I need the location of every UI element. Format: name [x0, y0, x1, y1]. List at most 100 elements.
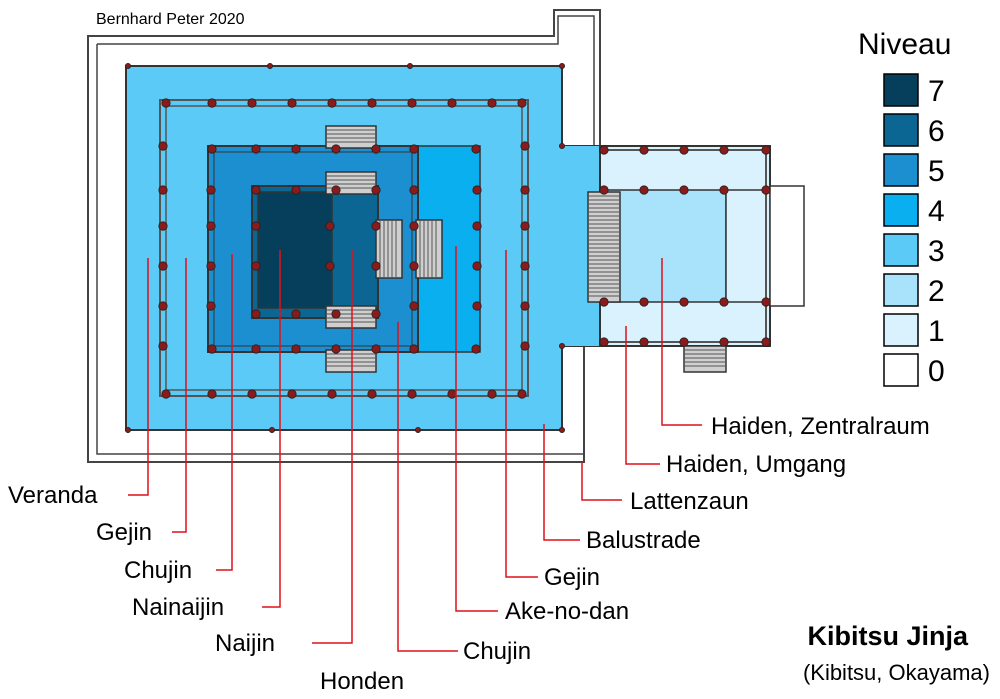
pillar: [447, 389, 457, 399]
legend-swatch-4: [883, 193, 919, 227]
haiden-right-panel: [725, 189, 771, 303]
pillar: [266, 63, 273, 70]
pillar: [206, 301, 216, 311]
pillar: [207, 389, 217, 399]
pillar: [158, 141, 168, 151]
pillar: [679, 337, 689, 347]
pillar: [291, 344, 301, 354]
legend-swatch-7: [883, 73, 919, 107]
stair: [375, 219, 403, 279]
legend-label-1: 1: [928, 315, 945, 348]
label-chujin-right: Chujin: [463, 638, 531, 665]
stair: [325, 349, 377, 373]
pillar: [559, 142, 566, 149]
pillar: [325, 221, 335, 231]
pillar: [761, 145, 771, 155]
pillar: [414, 426, 421, 433]
leader-line: [216, 254, 233, 571]
pillar: [207, 98, 217, 108]
legend-label-5: 5: [928, 155, 945, 188]
pillar: [268, 426, 275, 433]
lattice-fence-inner: [97, 15, 595, 146]
pillar: [158, 341, 168, 351]
pillar: [472, 185, 482, 195]
pillar: [407, 98, 417, 108]
label-honden: Honden: [320, 668, 404, 695]
pillar: [367, 98, 377, 108]
leader-line: [172, 258, 187, 533]
label-lattenzaun: Lattenzaun: [630, 488, 749, 515]
pillar: [719, 185, 729, 195]
legend-swatch-1: [883, 313, 919, 347]
label-haiden-zentralraum: Haiden, Zentralraum: [711, 413, 930, 440]
pillar: [331, 344, 341, 354]
pillar: [331, 144, 341, 154]
label-nainaijin: Nainaijin: [132, 594, 224, 621]
pillar: [207, 344, 217, 354]
pillar: [125, 63, 132, 70]
pillar: [406, 63, 413, 70]
pillar: [207, 144, 217, 154]
pillar: [407, 389, 417, 399]
pillar: [125, 426, 132, 433]
pillar: [158, 301, 168, 311]
pillar: [251, 309, 261, 319]
pillar: [471, 344, 481, 354]
leader-line: [581, 462, 622, 501]
pillar: [472, 261, 482, 271]
pillar: [158, 185, 168, 195]
pillar: [371, 309, 381, 319]
pillar: [327, 389, 337, 399]
lattice-fence-inner-bottom: [96, 44, 584, 455]
pillar: [520, 185, 530, 195]
leader-line: [455, 246, 498, 612]
pillars-group: [125, 63, 771, 433]
haiden-annex: [769, 185, 805, 307]
leader-line: [625, 326, 660, 465]
pillar: [371, 221, 381, 231]
chujin-inner-line: [213, 151, 413, 347]
label-chujin-left: Chujin: [124, 557, 192, 584]
leader-line: [397, 322, 458, 652]
pillar: [639, 145, 649, 155]
pillar: [371, 344, 381, 354]
pillar: [291, 185, 301, 195]
legend-label-7: 7: [928, 75, 945, 108]
pillar: [158, 261, 168, 271]
pillar: [719, 337, 729, 347]
pillar: [251, 221, 261, 231]
pillar: [371, 144, 381, 154]
pillar: [520, 261, 530, 271]
pillar: [719, 145, 729, 155]
pillar: [599, 337, 609, 347]
legend-swatch-0: [883, 353, 919, 387]
pillar: [206, 185, 216, 195]
label-naijin: Naijin: [215, 630, 275, 657]
pillar: [559, 342, 566, 349]
pillar: [291, 144, 301, 154]
pillar: [206, 261, 216, 271]
pillar: [520, 141, 530, 151]
pillar: [719, 297, 729, 307]
pillar: [639, 185, 649, 195]
author-credit: Bernhard Peter 2020: [96, 11, 245, 28]
legend-swatch-2: [883, 273, 919, 307]
label-ake-no-dan: Ake-no-dan: [505, 598, 629, 625]
legend-label-4: 4: [928, 195, 945, 228]
pillar: [409, 185, 419, 195]
pillar: [251, 344, 261, 354]
pillar: [247, 98, 257, 108]
pillar: [472, 301, 482, 311]
pillar: [517, 98, 527, 108]
pillar: [287, 98, 297, 108]
gejin-frame-inner: [165, 105, 523, 391]
stair: [587, 191, 621, 303]
pillar: [447, 98, 457, 108]
pillar: [409, 144, 419, 154]
legend-swatch-5: [883, 153, 919, 187]
pillar: [251, 185, 261, 195]
pillar: [251, 261, 261, 271]
pillar: [327, 98, 337, 108]
diagram-title: Kibitsu Jinja: [807, 621, 969, 651]
